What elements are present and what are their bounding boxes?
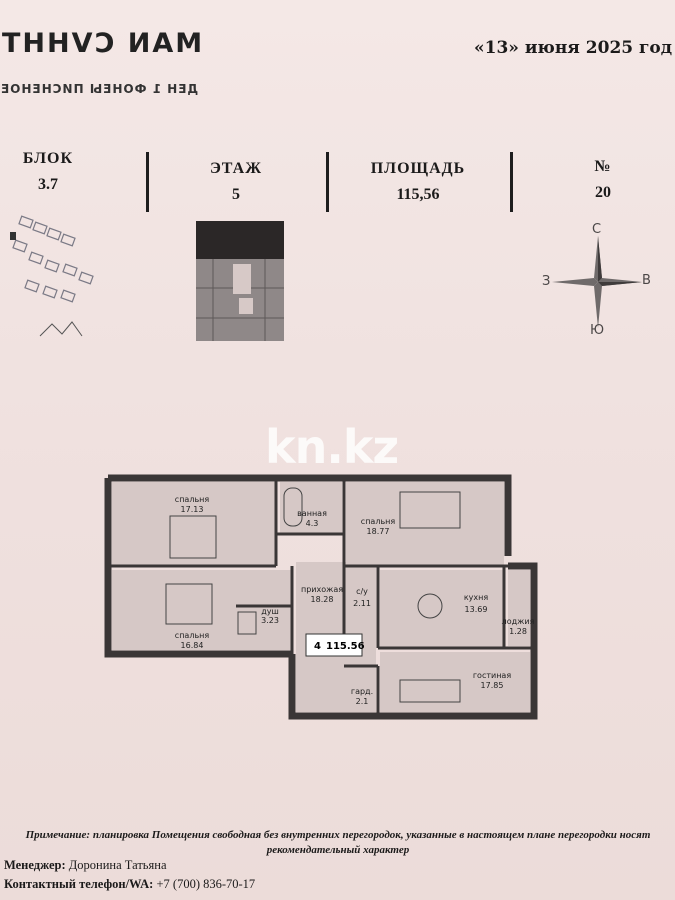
room-wc-name: с/у — [356, 587, 368, 596]
document-date: «13» июня 2025 год — [474, 38, 673, 58]
apartment-floor-plan: спальня 17.13 ванная 4.3 спальня 18.77 с… — [104, 474, 538, 720]
compass-west: З — [542, 274, 551, 289]
block-value: 3.7 — [38, 176, 58, 193]
manager-name: Доронина Татьяна — [68, 858, 167, 872]
room-bedroom-2-area: 18.77 — [367, 527, 390, 536]
floor-label: ЭТАЖ — [209, 160, 263, 177]
room-bedroom-3-name: спальня — [175, 631, 210, 640]
block-info: БЛОК 3.7 — [20, 150, 76, 194]
area-info: ПЛОЩАДЬ 115,56 — [362, 160, 474, 204]
room-shower-area: 3.23 — [261, 616, 279, 625]
floor-value: 5 — [232, 186, 240, 203]
compass-south: Ю — [590, 323, 605, 338]
floor-info: ЭТАЖ 5 — [196, 160, 276, 204]
compass-east: В — [642, 273, 651, 288]
phone-line: Контактный телефон/WA: +7 (700) 836-70-1… — [4, 877, 255, 892]
room-loggia-area: 1.28 — [509, 627, 527, 636]
room-bedroom-1-area: 17.13 — [181, 505, 204, 514]
rooms-count: 4 — [314, 641, 321, 652]
room-bedroom-3-area: 16.84 — [181, 641, 204, 650]
manager-line: Менеджер: Доронина Татьяна — [4, 858, 167, 873]
phone-label: Контактный телефон/WA: — [4, 877, 154, 891]
room-bathroom-area: 4.3 — [306, 519, 319, 528]
room-hallway-name: прихожая — [301, 585, 343, 594]
brand-subtitle: ДЕН 1 ФОНЕЫ ПИСНЕНОЕ — [0, 82, 199, 96]
area-label: ПЛОЩАДЬ — [370, 160, 466, 177]
room-bedroom-1-name: спальня — [175, 495, 210, 504]
room-wc-area: 2.11 — [353, 599, 371, 608]
manager-label: Менеджер: — [4, 858, 66, 872]
compass-north: С — [592, 222, 602, 237]
divider — [510, 152, 513, 212]
footer-note: Примечание: планировка Помещения свободн… — [25, 829, 651, 856]
area-value: 115,56 — [396, 186, 440, 203]
phone-value: +7 (700) 836-70-17 — [156, 877, 256, 891]
room-kitchen-name: кухня — [464, 593, 489, 602]
room-shower-name: душ — [261, 607, 279, 616]
room-wardrobe-area: 2.1 — [356, 697, 369, 706]
number-label: № — [594, 158, 612, 175]
plan-total-area: 115.56 — [326, 641, 365, 652]
number-info: № 20 — [580, 158, 626, 202]
room-wardrobe-name: гард. — [351, 687, 373, 696]
site-map-thumbnail — [10, 215, 94, 337]
room-bedroom-2-name: спальня — [361, 517, 396, 526]
room-kitchen-area: 13.69 — [465, 605, 488, 614]
divider — [326, 152, 329, 212]
number-value: 20 — [595, 184, 611, 201]
floor-key-plan — [196, 221, 284, 341]
watermark: kn.kz — [265, 420, 399, 474]
block-label: БЛОК — [22, 150, 74, 167]
compass-rose-icon — [552, 236, 642, 328]
room-bathroom-name: ванная — [297, 509, 327, 518]
room-living-name: гостиная — [473, 671, 511, 680]
room-living-area: 17.85 — [481, 681, 504, 690]
brand-logo-text: MAN CVHHT — [0, 28, 203, 59]
room-loggia-name: лоджия — [502, 617, 535, 626]
divider — [146, 152, 149, 212]
room-hallway-area: 18.28 — [311, 595, 334, 604]
